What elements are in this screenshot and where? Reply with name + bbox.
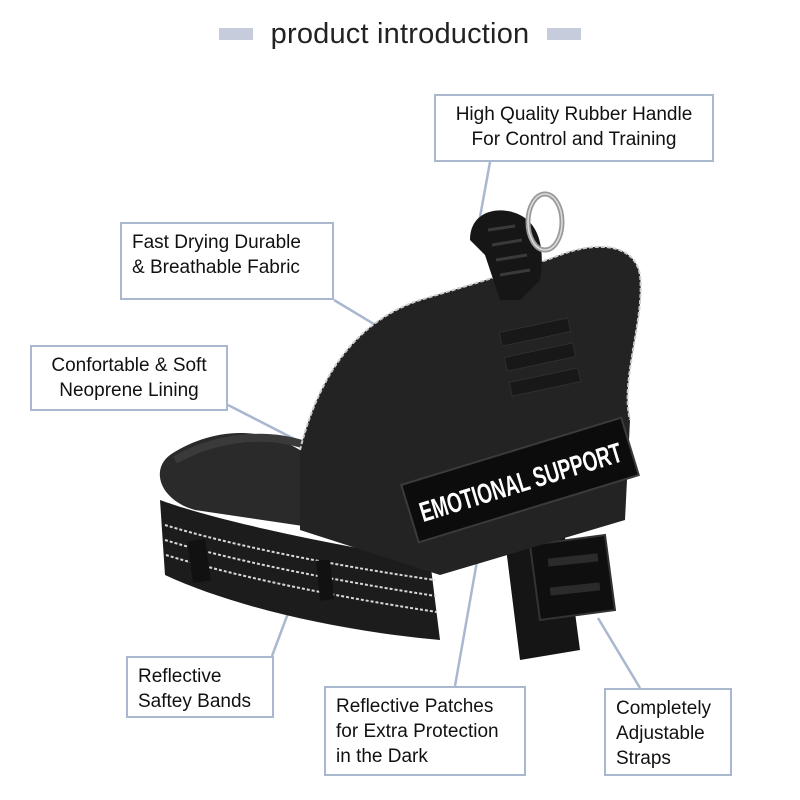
callout-patches-line: in the Dark xyxy=(336,746,428,767)
callout-patches: Reflective Patches for Extra Protection … xyxy=(324,686,526,776)
callout-handle: High Quality Rubber Handle For Control a… xyxy=(434,94,714,162)
callout-fabric-line: Fast Drying Durable xyxy=(132,232,301,253)
callout-handle-line: For Control and Training xyxy=(471,129,677,150)
title-decor-left xyxy=(218,28,253,40)
callout-fabric: Fast Drying Durable & Breathable Fabric xyxy=(120,222,334,300)
patch xyxy=(400,416,640,544)
callout-lining: Confortable & Soft Neoprene Lining xyxy=(30,345,228,411)
reflective-piping xyxy=(299,245,642,451)
callout-handle-line: High Quality Rubber Handle xyxy=(455,104,693,125)
callout-straps-line: Completely xyxy=(616,698,712,719)
rubber-handle xyxy=(470,210,542,300)
back-strap xyxy=(159,433,340,530)
callout-fabric-line: & Breathable Fabric xyxy=(132,257,300,278)
page-title: product introduction xyxy=(270,17,530,50)
callout-straps-line: Straps xyxy=(616,748,671,769)
callout-lining-line: Neoprene Lining xyxy=(59,380,199,401)
header: product introduction xyxy=(0,14,800,54)
buckle xyxy=(528,533,617,622)
belly-band xyxy=(160,500,440,640)
callout-patches-line: Reflective Patches xyxy=(336,696,494,717)
callout-straps-line: Adjustable xyxy=(616,723,705,744)
callout-bands-line: Saftey Bands xyxy=(138,691,252,712)
callout-patches-line: for Extra Protection xyxy=(336,721,499,742)
callout-bands: Reflective Saftey Bands xyxy=(126,656,274,718)
title-decor-right xyxy=(547,28,582,40)
callout-lining-line: Confortable & Soft xyxy=(51,355,207,376)
callout-straps: Completely Adjustable Straps xyxy=(604,688,732,776)
leader-straps xyxy=(596,617,642,689)
callout-bands-line: Reflective xyxy=(138,666,222,687)
